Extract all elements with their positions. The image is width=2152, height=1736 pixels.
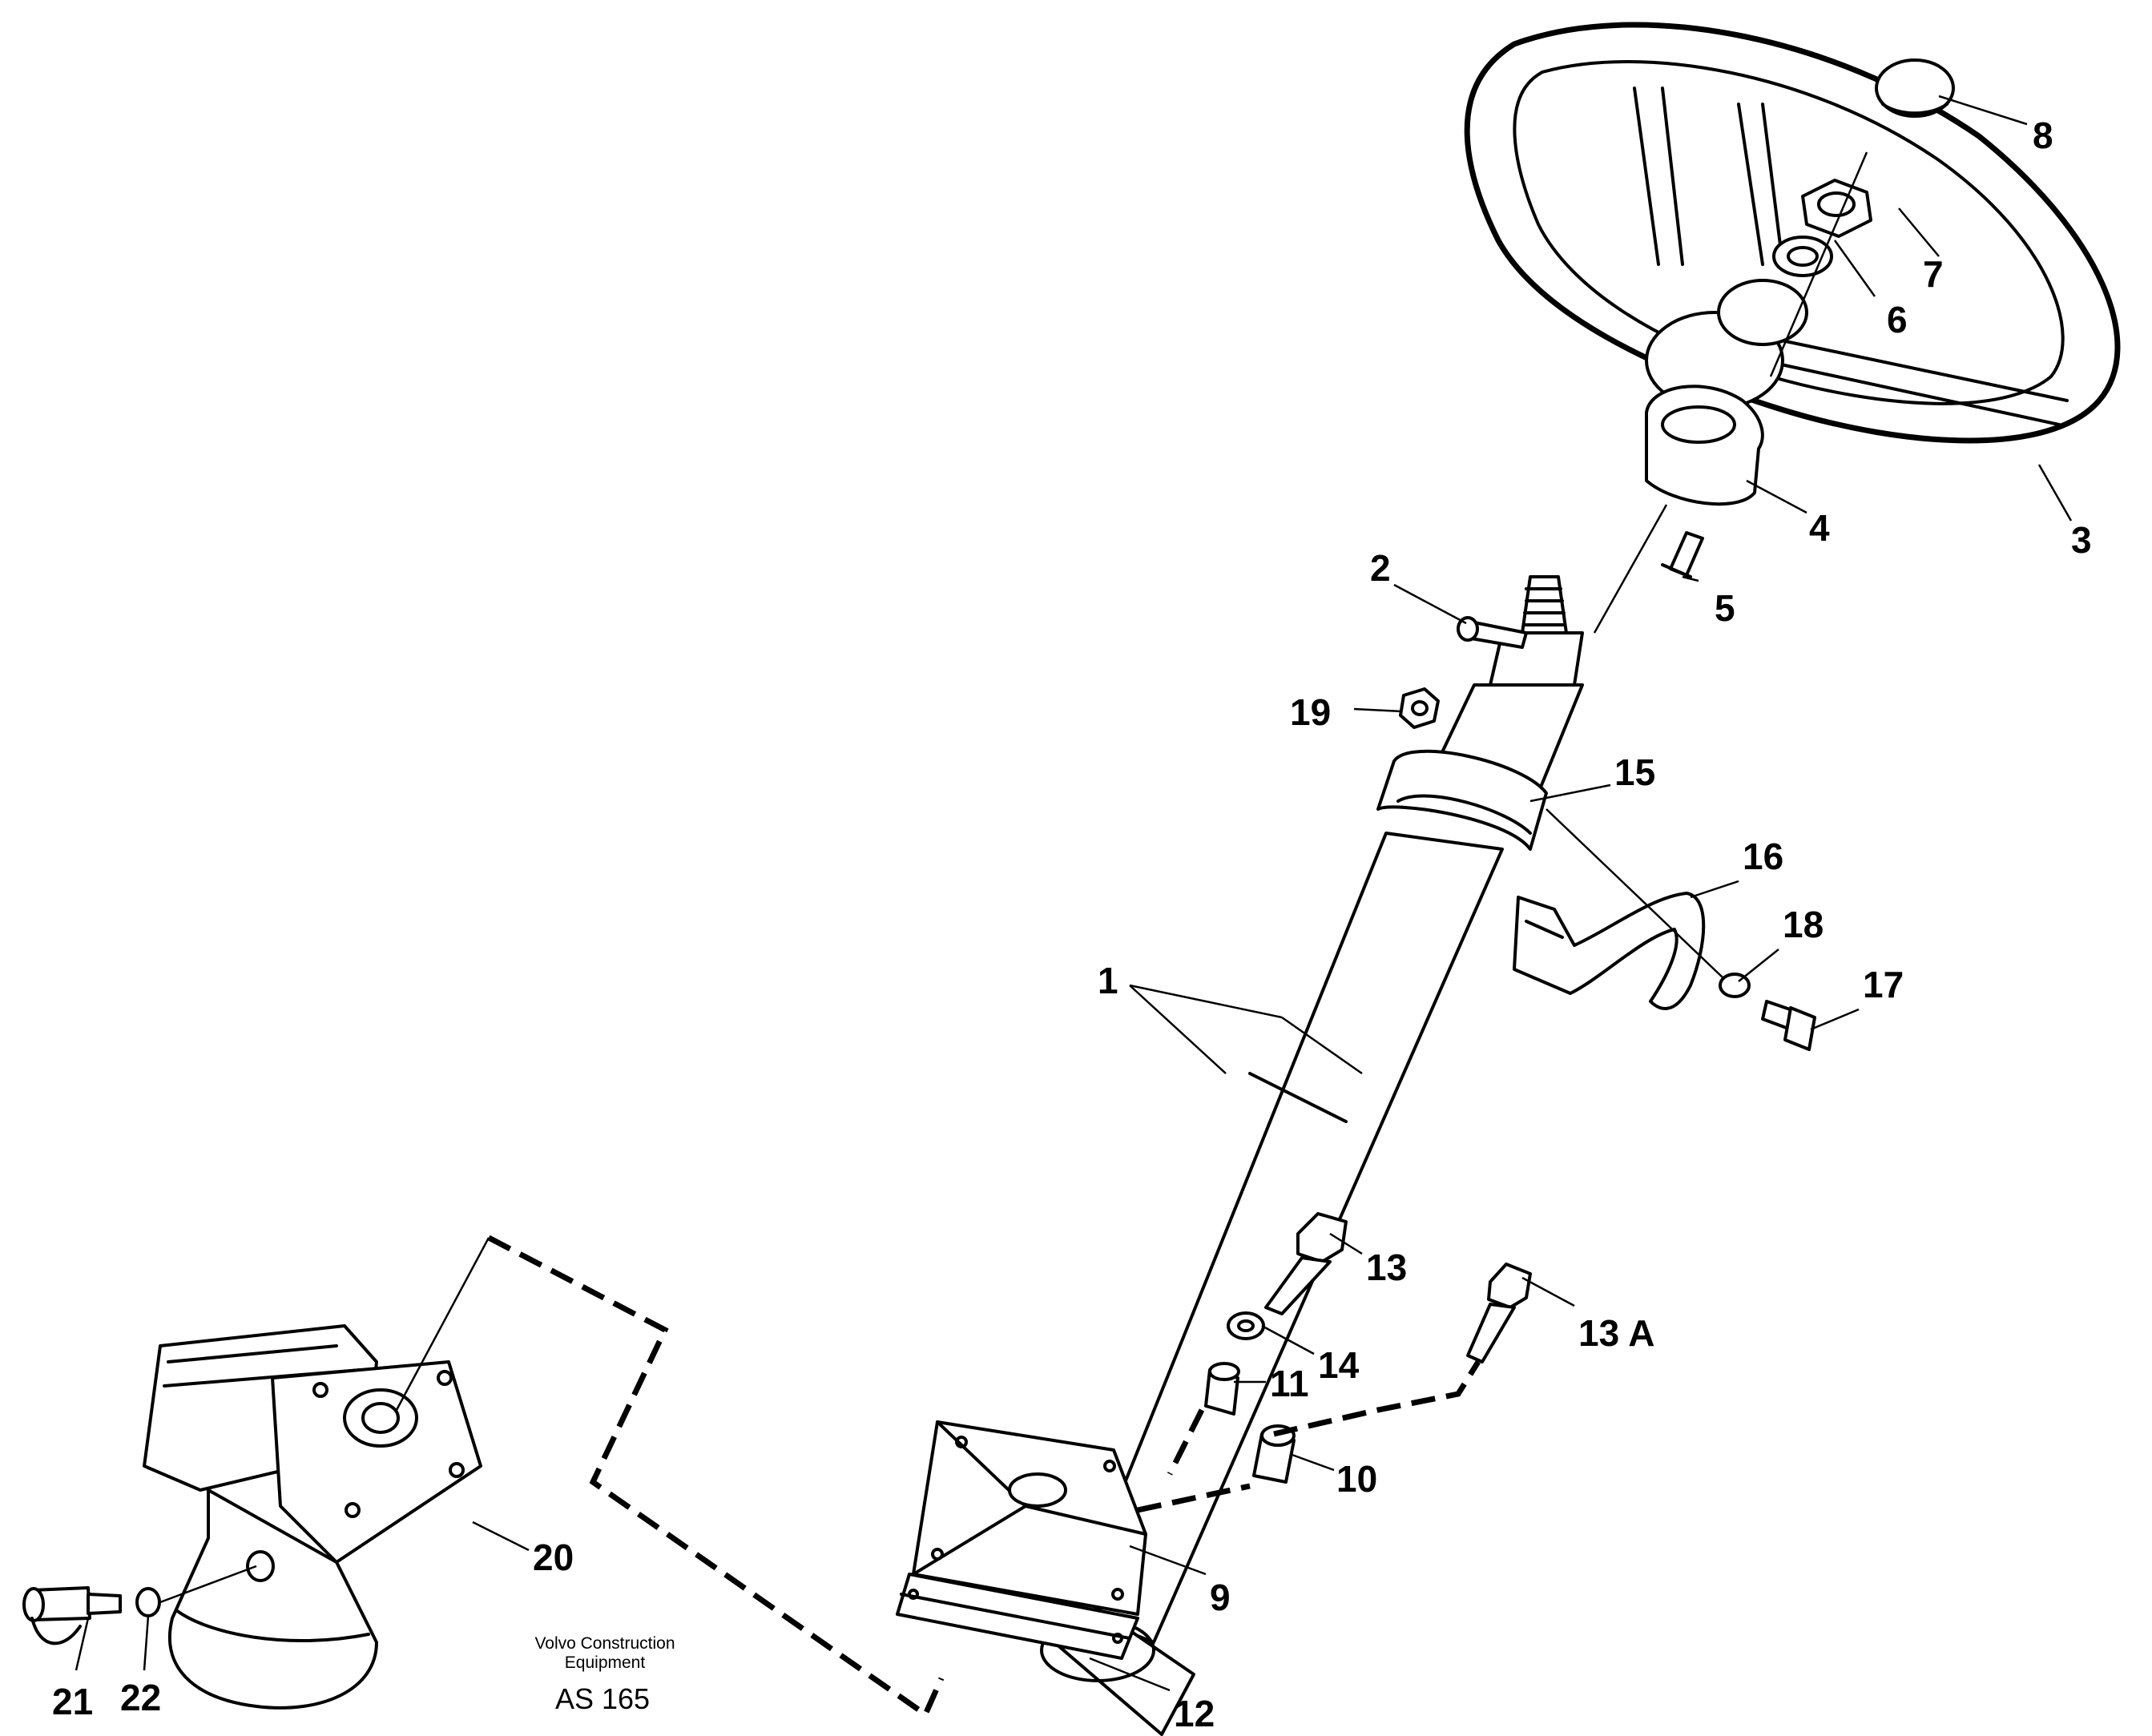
- credit-line-1: Volvo Construction: [534, 1634, 675, 1653]
- hex-bolt: [1264, 1212, 1348, 1315]
- credit-line-2: Equipment: [565, 1653, 646, 1672]
- callout-2: 2: [1370, 547, 1391, 589]
- callout-21: 21: [52, 1681, 93, 1722]
- callout-19: 19: [1290, 691, 1331, 733]
- horn-cap: [1875, 58, 1955, 118]
- leader-lines: [75, 95, 2073, 1692]
- callout-13a: 13 A: [1578, 1312, 1654, 1354]
- mounting-bracket: [912, 1420, 1147, 1616]
- locking-pin: [1457, 616, 1528, 649]
- callout-10: 10: [1336, 1458, 1377, 1500]
- callout-9: 9: [1210, 1577, 1231, 1618]
- set-screw: [1661, 531, 1704, 578]
- mounting-clamp: [1513, 892, 1706, 1010]
- drawing-id: AS 165: [555, 1682, 650, 1715]
- callout-6: 6: [1887, 299, 1908, 340]
- callout-22: 22: [120, 1677, 161, 1718]
- callout-11: 11: [1270, 1363, 1309, 1404]
- callout-8: 8: [2033, 115, 2053, 156]
- callout-1: 1: [1098, 960, 1118, 1001]
- spacer-short: [1204, 1362, 1240, 1416]
- lock-nut: [1399, 687, 1440, 729]
- clamp-bolt: [1761, 1000, 1816, 1051]
- hex-bolt-alt: [1466, 1263, 1532, 1363]
- callout-3: 3: [2071, 519, 2092, 561]
- callout-4: 4: [1809, 507, 1830, 549]
- hex-nut: [1801, 179, 1872, 238]
- mounting-plate: [896, 1573, 1139, 1660]
- callout-13: 13: [1366, 1247, 1407, 1288]
- callout-7: 7: [1923, 253, 1944, 295]
- callout-15: 15: [1614, 751, 1655, 793]
- callout-labels: 1 2 3 4 5 6 7 8 9 10 11 12 13 13 A 14 15…: [52, 115, 2092, 1734]
- callout-20: 20: [533, 1537, 574, 1578]
- callout-5: 5: [1715, 587, 1735, 629]
- callout-17: 17: [1863, 964, 1904, 1005]
- plug-with-chain: [22, 1586, 122, 1645]
- callout-14: 14: [1318, 1344, 1360, 1386]
- hub-adapter: [1645, 385, 1764, 506]
- steering-unit: [143, 1324, 482, 1710]
- callout-12: 12: [1174, 1693, 1215, 1734]
- callout-18: 18: [1783, 904, 1824, 945]
- callout-16: 16: [1743, 836, 1783, 877]
- spacer-long: [1252, 1424, 1296, 1484]
- bolt-washer: [1227, 1311, 1265, 1340]
- steering-wheel: [1464, 22, 2121, 444]
- sealing-washer: [135, 1587, 161, 1617]
